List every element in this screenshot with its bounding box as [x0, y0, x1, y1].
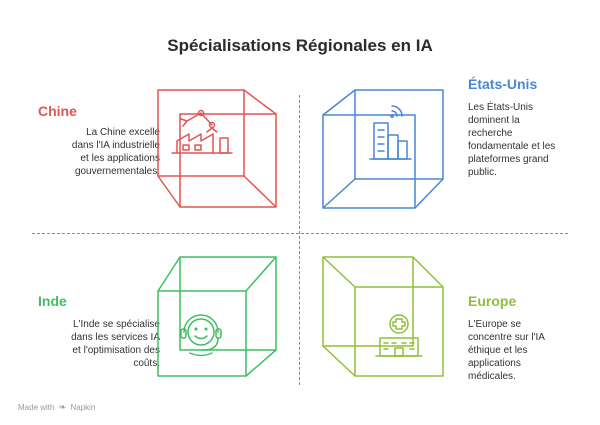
- china-description: La Chine excelle dans l'IA industrielle …: [71, 127, 160, 177]
- vertical-divider: [299, 95, 300, 385]
- footer-made-with-napkin: Made with ❧ Napkin: [18, 402, 96, 412]
- europe-description: L'Europe se concentre sur l'IA éthique e…: [468, 319, 545, 382]
- china-cube: [157, 89, 277, 208]
- china-heading: Chine: [38, 103, 77, 119]
- hospital-icon: [375, 314, 423, 357]
- napkin-logo-icon: ❧: [58, 402, 67, 412]
- usa-cube: [322, 89, 444, 209]
- headset-support-icon: [180, 314, 222, 357]
- europe-cube: [322, 256, 444, 377]
- horizontal-divider: [32, 233, 568, 234]
- page-title: Spécialisations Régionales en IA: [167, 36, 433, 55]
- india-cube: [157, 256, 277, 377]
- usa-description: Les États-Unis dominent la recherche fon…: [468, 102, 556, 178]
- usa-heading: États-Unis: [468, 76, 538, 92]
- europe-heading: Europe: [468, 293, 517, 309]
- india-description: L'Inde se spécialise dans les services I…: [71, 319, 160, 369]
- factory-robot-arm-icon: [171, 109, 233, 154]
- city-buildings-signal-icon: [369, 105, 412, 160]
- india-heading: Inde: [38, 293, 67, 309]
